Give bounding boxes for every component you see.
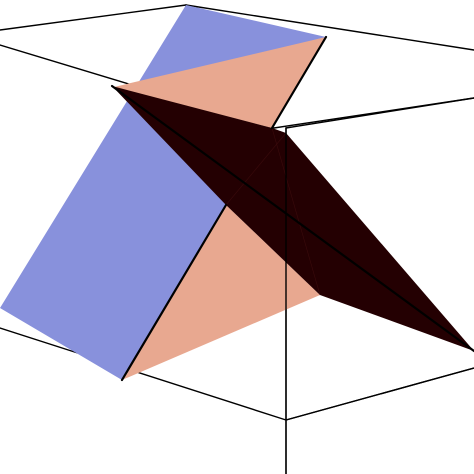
box-edge-back-top-left xyxy=(0,4,187,31)
salmon-plane-lower xyxy=(122,205,320,380)
dark-facet-2 xyxy=(271,127,321,296)
bounding-box-front-edges xyxy=(285,97,474,474)
intersection-lines xyxy=(110,35,474,382)
intersection-line-dark-edge xyxy=(110,84,474,353)
intersection-line-salmon-dark xyxy=(120,203,228,382)
box-edge-bottom-left xyxy=(0,327,287,421)
dark-facet-3 xyxy=(225,132,287,206)
blue-plane xyxy=(0,5,326,380)
box-edge-front-bottom xyxy=(285,367,474,421)
box-edge-back-top-right xyxy=(185,4,474,51)
salmon-plane xyxy=(114,37,326,128)
intersection-line-salmon-top xyxy=(270,35,328,130)
box-edge-front-top xyxy=(285,97,474,129)
